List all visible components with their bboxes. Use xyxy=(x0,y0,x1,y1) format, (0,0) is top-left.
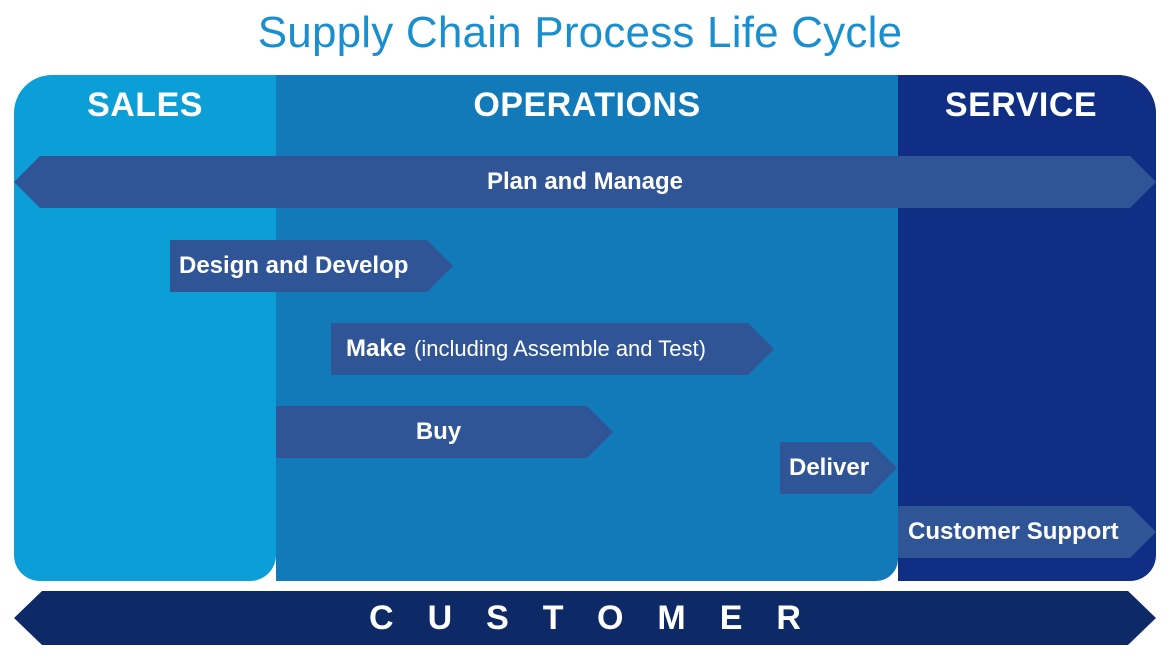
sales-column xyxy=(14,75,276,581)
buy-arrow: Buy xyxy=(276,406,613,458)
customer-support-label: Customer Support xyxy=(908,518,1119,545)
design-and-develop-arrow: Design and Develop xyxy=(170,240,453,292)
buy-label: Buy xyxy=(415,418,462,445)
sales-header: SALES xyxy=(87,86,203,124)
plan-and-manage-label: Plan and Manage xyxy=(486,168,684,195)
operations-header: OPERATIONS xyxy=(473,86,701,124)
service-header: SERVICE xyxy=(944,86,1098,124)
make-arrow: Make (including Assemble and Test) xyxy=(331,323,774,375)
customer-label: CUSTOMER xyxy=(369,598,835,637)
service-column xyxy=(898,75,1156,581)
customer-support-arrow: Customer Support xyxy=(898,506,1156,558)
plan-and-manage-arrow: Plan and Manage xyxy=(14,156,1156,208)
deliver-label: Deliver xyxy=(789,454,870,481)
make-label: Make xyxy=(346,335,407,362)
make-detail-label: (including Assemble and Test) xyxy=(414,336,706,361)
design-and-develop-label: Design and Develop xyxy=(179,252,409,279)
deliver-arrow: Deliver xyxy=(780,442,897,494)
diagram-title: Supply Chain Process Life Cycle xyxy=(257,8,903,57)
customer-bar: CUSTOMER xyxy=(14,591,1156,645)
